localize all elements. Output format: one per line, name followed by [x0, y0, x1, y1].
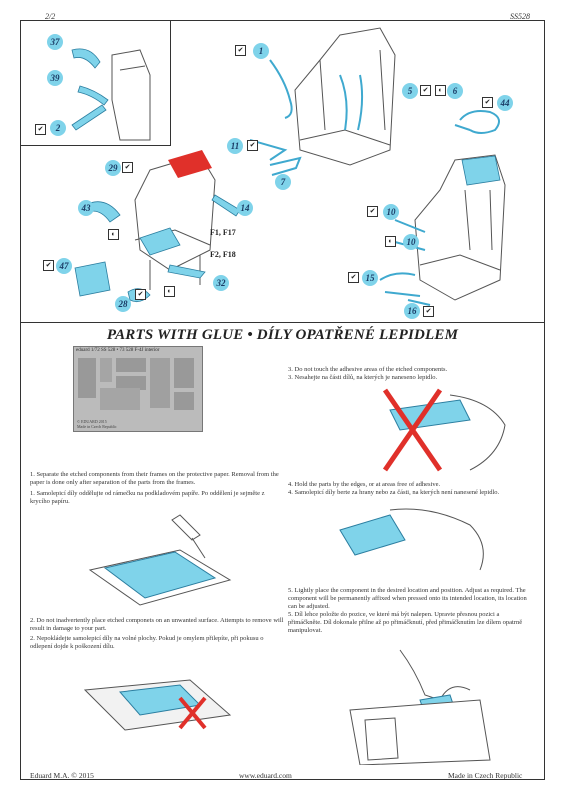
seat-top-right-drawing — [294, 27, 396, 166]
fret-photo: eduard 1/72 SS 528 • 73 528 F-4J interio… — [73, 346, 203, 432]
step-5-illustration — [349, 649, 491, 765]
part-number-15: 15 — [362, 270, 378, 286]
checkbox-47: ✔ — [43, 260, 54, 271]
part-number-7: 7 — [275, 174, 291, 190]
checkbox-16: ✔ — [423, 306, 434, 317]
checkbox-44: ✔ — [482, 97, 493, 108]
part-number-16: 16 — [404, 303, 420, 319]
fret-scale-codes: 1/72 SS 528 • 73 528 F-4J interior — [90, 348, 160, 353]
part-number-39: 39 — [47, 70, 63, 86]
step-2-cz: Nepokládejte samolepicí díly na volné pl… — [30, 635, 264, 650]
seat-pad-part — [139, 227, 181, 256]
part-number-43: 43 — [78, 200, 94, 216]
checkbox-2: ✔ — [35, 124, 46, 135]
page-frame — [20, 20, 545, 780]
instruction-step-5: 5. Lightly place the component in the de… — [288, 587, 527, 634]
inset-parts — [71, 48, 109, 131]
instruction-step-3: 3. Do not touch the adhesive areas of th… — [288, 366, 448, 381]
part-number-29: 29 — [105, 160, 121, 176]
seat-bottom-right-drawing — [414, 154, 506, 301]
part-number-6: 6 — [447, 83, 463, 99]
fret-brand: eduard — [76, 348, 90, 353]
step-1-cz: Samolepicí díly oddělujte od rámečku na … — [30, 490, 265, 505]
headrest-pad-part — [461, 155, 501, 186]
part-number-5: 5 — [402, 83, 418, 99]
step-3-illustration — [382, 388, 506, 472]
step-4-cz: Samolepicí díly berte za hrany nebo za č… — [294, 489, 500, 496]
reference-f2-f18: F2, F18 — [210, 250, 236, 259]
checkbox-32: ◐ — [164, 286, 175, 297]
footer-company: Eduard M.A. © 2015 — [30, 771, 94, 780]
checkbox-28: ✔ — [135, 289, 146, 300]
part-number-10b: 10 — [403, 234, 419, 250]
instruction-step-1: 1. Separate the etched components from t… — [30, 471, 279, 505]
step-4-en: Hold the parts by the edges, or at areas… — [294, 481, 441, 488]
step-2-en: Do not inadvertently place etched compon… — [30, 617, 284, 632]
part-number-37: 37 — [47, 34, 63, 50]
seat-diagrams — [71, 27, 506, 306]
checkbox-5: ✔ — [420, 85, 431, 96]
fret-parts-pattern — [78, 358, 194, 410]
seat-top-right-parts — [249, 59, 364, 176]
step-1-illustration — [88, 514, 232, 606]
page-number: 2/2 — [45, 12, 56, 21]
checkbox-15: ✔ — [348, 272, 359, 283]
step-5-cz: Díl lehce položte do pozice, ve které má… — [288, 611, 523, 634]
part-number-32: 32 — [213, 275, 229, 291]
step-1-en: Separate the etched components from thei… — [30, 471, 279, 486]
fret-copyright: © EDUARD 2015 — [77, 419, 107, 424]
instruction-step-4: 4. Hold the parts by the edges, or at ar… — [288, 481, 500, 496]
part-number-44: 44 — [497, 95, 513, 111]
step-4-illustration — [339, 508, 484, 571]
footer-origin: Made in Czech Republic — [448, 771, 523, 780]
fret-origin: Made in Czech Republic — [77, 424, 117, 429]
part-number-28: 28 — [115, 296, 131, 312]
checkbox-10a: ✔ — [367, 206, 378, 217]
step-3-en: Do not touch the adhesive areas of the e… — [294, 366, 448, 373]
detail-inset — [20, 20, 171, 146]
step-3-cz: Nesahejte na části dílů, na kterých je n… — [294, 374, 438, 381]
step-5-en: Lightly place the component in the desir… — [288, 587, 527, 610]
part-number-10a: 10 — [383, 204, 399, 220]
footer-website[interactable]: www.eduard.com — [239, 771, 292, 780]
checkbox-11: ✔ — [247, 140, 258, 151]
part-number-11: 11 — [227, 138, 243, 154]
inset-seat-drawing — [111, 49, 151, 141]
reference-f1-f17: F1, F17 — [210, 228, 236, 237]
set-code: SS528 — [510, 12, 530, 21]
checkbox-43: ◐ — [108, 229, 119, 240]
part-number-2: 2 — [50, 120, 66, 136]
part-number-1: 1 — [253, 43, 269, 59]
checkbox-29: ✔ — [122, 162, 133, 173]
headrest-glue-area — [168, 150, 212, 178]
checkbox-6: ◐ — [435, 85, 446, 96]
section-divider — [20, 322, 545, 323]
checkbox-1: ✔ — [235, 45, 246, 56]
section-title: PARTS WITH GLUE • DÍLY OPATŘENÉ LEPIDLEM — [106, 327, 459, 343]
step-2-illustration — [83, 679, 232, 731]
part-number-47: 47 — [56, 258, 72, 274]
instruction-step-2: 2. Do not inadvertently place etched com… — [30, 617, 284, 650]
checkbox-10b: ◐ — [385, 236, 396, 247]
part-number-14: 14 — [237, 200, 253, 216]
